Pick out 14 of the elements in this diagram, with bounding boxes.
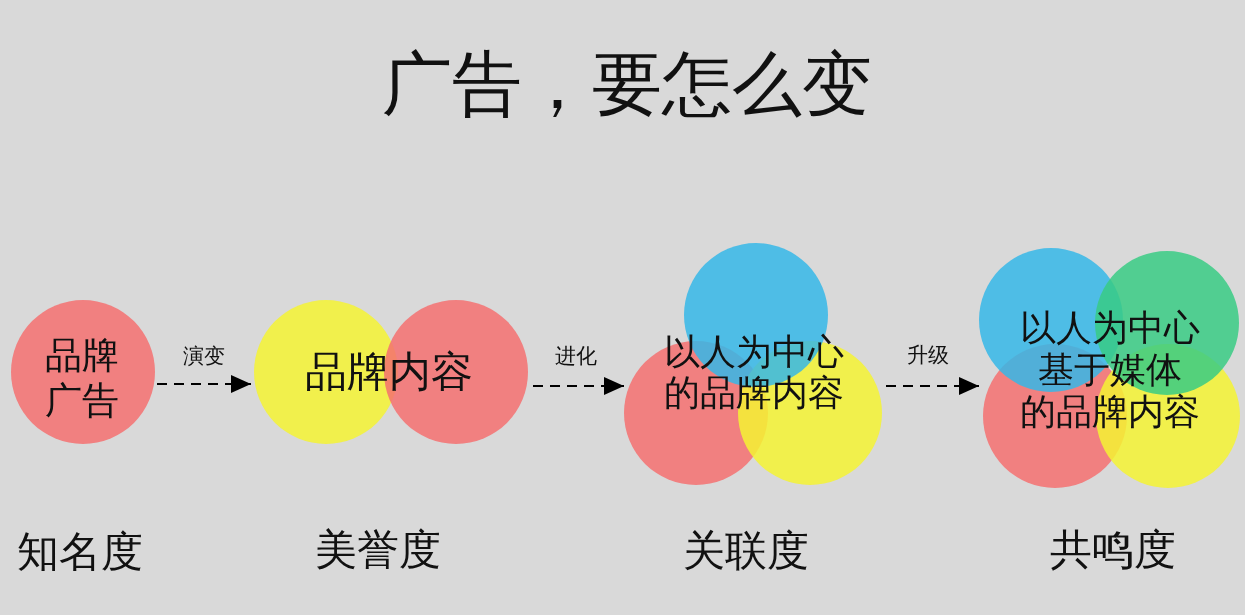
title: 广告，要怎么变	[382, 46, 872, 122]
node-text: 以人为中心基于媒体的品牌内容	[1020, 307, 1200, 433]
edge-label: 升级	[907, 342, 949, 368]
node-label: 美誉度	[315, 526, 441, 574]
node-label: 共鸣度	[1050, 526, 1176, 574]
node-label: 知名度	[17, 528, 143, 576]
node-label: 关联度	[683, 527, 809, 575]
dashed-arrow	[885, 377, 980, 395]
edge-label: 进化	[555, 343, 597, 369]
dashed-arrow	[532, 377, 625, 395]
edge-label: 演变	[183, 343, 225, 369]
node-text: 品牌广告	[45, 333, 119, 423]
dashed-arrow	[156, 375, 252, 393]
node-text: 品牌内容	[305, 348, 473, 396]
